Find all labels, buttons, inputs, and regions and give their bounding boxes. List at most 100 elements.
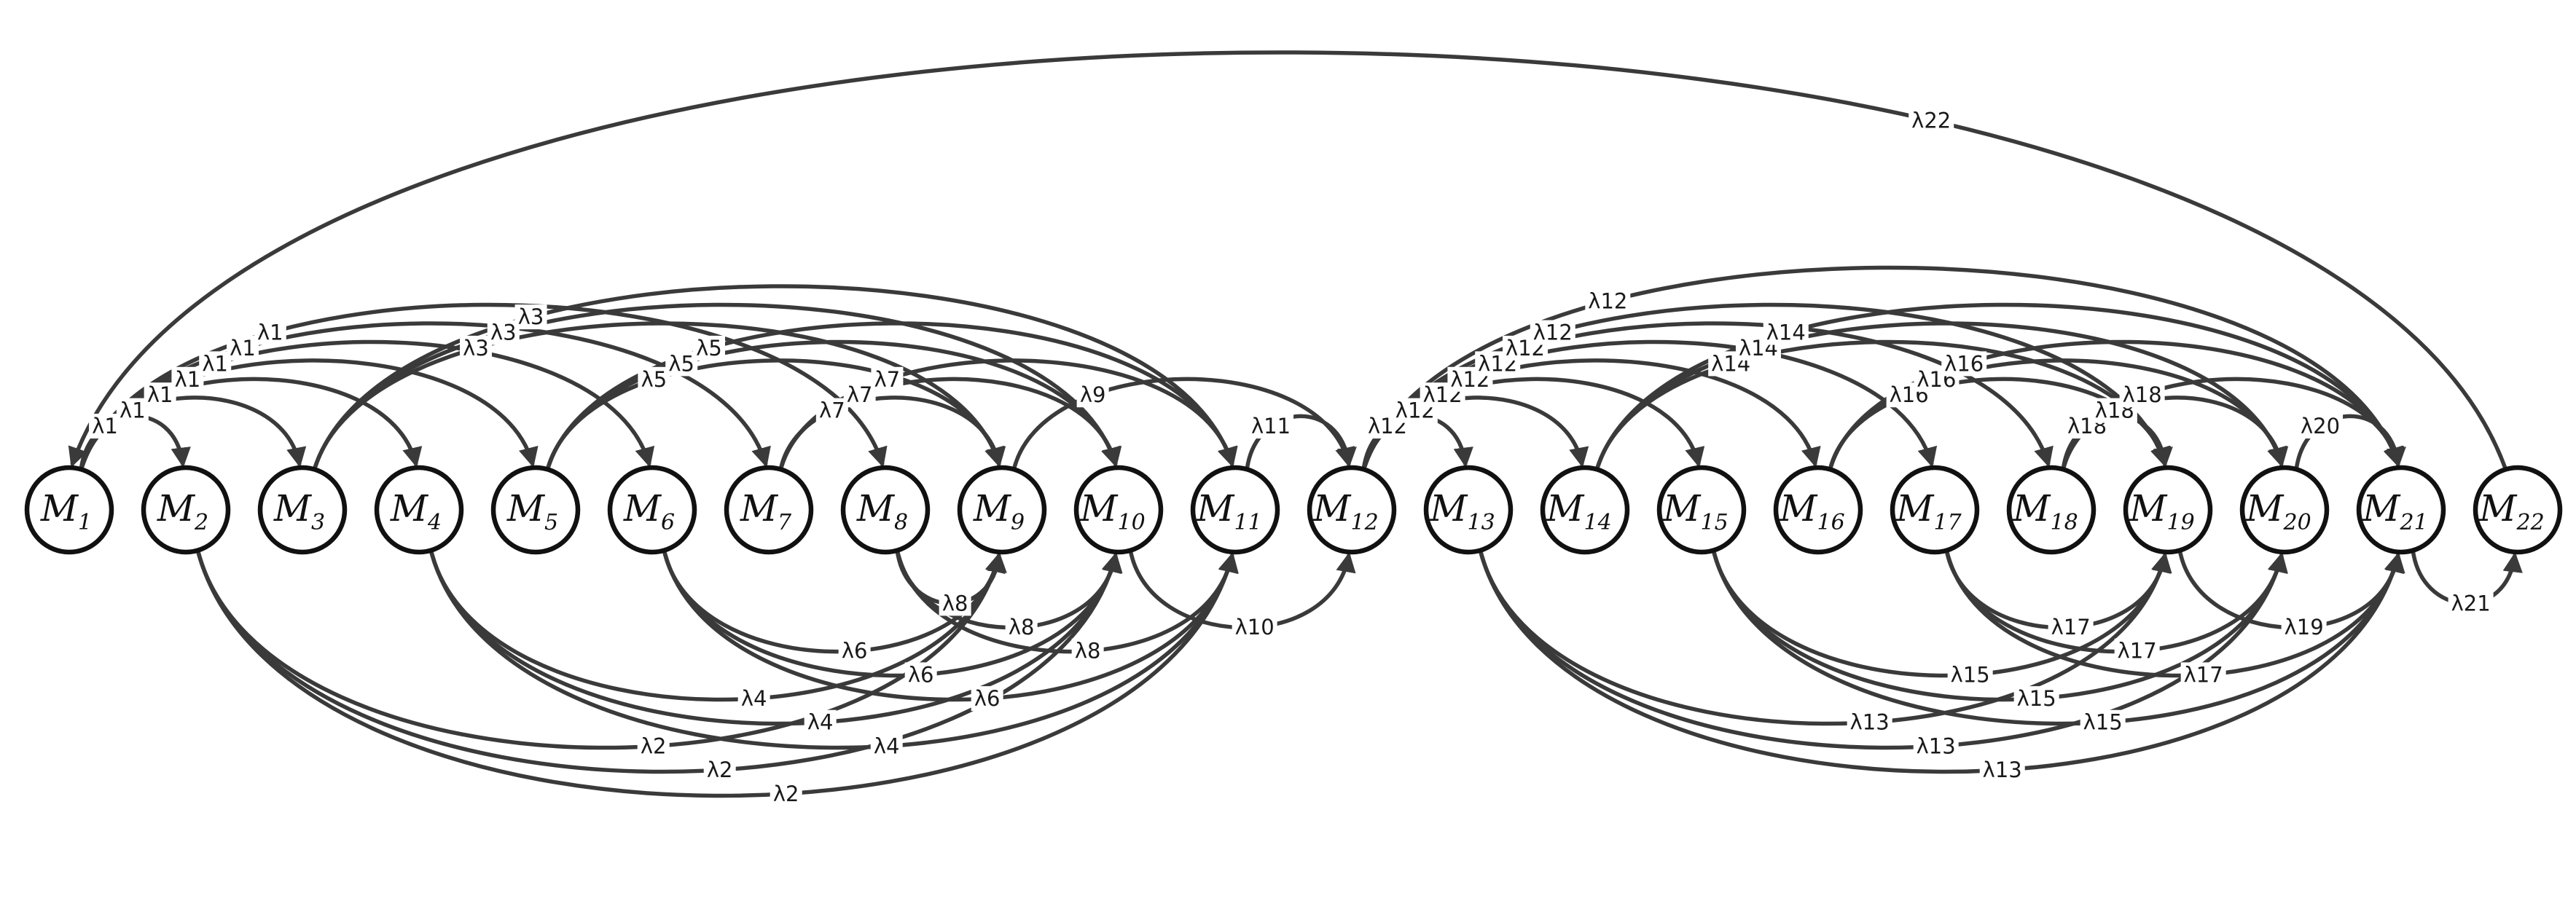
svg-text:λ20: λ20 [2301,414,2340,438]
svg-text:λ22: λ22 [1911,108,1951,133]
edge-label-m1-m4: λ1 [144,382,176,408]
svg-text:λ16: λ16 [1944,351,1984,376]
edge-label-m13-m20: λ13 [1913,733,1959,759]
node-m5: M5 [490,465,581,555]
edge-m3-m11 [312,284,1237,471]
edge-m15-m21 [1711,548,2404,726]
edge-label-m17-m20: λ17 [2114,638,2160,664]
svg-text:λ15: λ15 [1951,662,1990,687]
edge-m3-m10 [312,302,1121,471]
edge-label-m19-m21: λ19 [2281,615,2327,640]
svg-text:M22: M22 [2478,487,2544,535]
svg-text:λ13: λ13 [1983,758,2022,782]
svg-text:λ13: λ13 [1917,733,1956,758]
node-m14: M14 [1540,465,1630,555]
edge-label-m2-m10: λ2 [703,758,736,783]
svg-text:λ4: λ4 [807,710,834,735]
svg-text:M13: M13 [1429,487,1495,535]
svg-text:λ1: λ1 [120,398,146,423]
svg-text:λ21: λ21 [2451,591,2491,615]
edge-m22-m1 [68,50,2508,471]
svg-text:λ6: λ6 [842,639,868,664]
edge-m14-m20 [1594,321,2287,471]
edge-label-m2-m11: λ2 [770,781,802,806]
svg-text:λ1: λ1 [147,382,173,407]
node-m9: M9 [957,465,1047,555]
svg-text:M10: M10 [1079,487,1145,535]
edge-m13-m19 [1478,548,2171,726]
svg-text:M5: M5 [506,487,558,535]
edge-m6-m10 [662,548,1122,678]
svg-text:M8: M8 [856,487,908,535]
edge-label-m22-m1: λ22 [1908,108,1954,133]
edge-label-m15-m21: λ15 [2080,709,2126,735]
edges [68,50,2523,798]
edge-label-m7-m11: λ7 [871,366,904,392]
edge-label-m5-m9: λ5 [638,366,670,392]
svg-text:λ17: λ17 [2118,639,2157,664]
edge-label-m1-m8: λ1 [254,320,286,345]
svg-text:λ3: λ3 [518,304,544,329]
node-m17: M17 [1890,465,1980,555]
svg-text:λ14: λ14 [1766,320,1806,345]
edge-label-m8-m11: λ8 [1071,638,1104,664]
node-m6: M6 [607,465,697,555]
svg-text:M7: M7 [740,487,792,535]
edge-m16-m21 [1828,339,2404,471]
edge-label-m6-m11: λ6 [971,686,1003,712]
node-m2: M2 [141,465,231,555]
node-m11: M11 [1190,465,1280,555]
edge-label-m18-m19: λ18 [2064,414,2110,439]
edge-label-m7-m10: λ7 [843,382,876,408]
edge-m4-m11 [428,548,1238,750]
svg-text:λ13: λ13 [1850,710,1890,735]
node-m16: M16 [1773,465,1863,555]
edge-m7-m11 [778,358,1238,471]
edge-label-m2-m9: λ2 [637,733,670,759]
edge-m15-m19 [1711,548,2172,678]
edge-label-m15-m19: λ15 [1947,662,1993,688]
svg-text:λ12: λ12 [1533,320,1573,345]
svg-text:λ7: λ7 [819,398,845,423]
node-m18: M18 [2006,465,2097,555]
svg-text:λ2: λ2 [773,782,799,806]
svg-text:λ5: λ5 [668,351,694,376]
svg-text:λ12: λ12 [1588,289,1627,314]
svg-text:λ1: λ1 [92,414,118,438]
edge-m12-m18 [1361,321,2054,471]
edge-label-m5-m11: λ5 [692,335,725,361]
edge-label-m18-m21: λ18 [2119,382,2165,408]
edge-m15-m20 [1711,548,2288,702]
svg-text:λ9: λ9 [1080,382,1106,407]
edge-m4-m9 [428,548,1006,702]
edge-m13-m21 [1478,548,2404,774]
edge-m16-m20 [1828,358,2287,471]
edge-label-m4-m11: λ4 [870,733,903,759]
svg-text:λ11: λ11 [1251,414,1291,438]
edge-label-m13-m19: λ13 [1847,709,1892,735]
edge-label-m10-m12: λ10 [1232,615,1277,640]
svg-text:λ1: λ1 [175,367,201,392]
edge-m3-m9 [312,321,1004,471]
node-m20: M20 [2239,465,2330,555]
svg-text:λ6: λ6 [908,662,934,687]
edge-label-m8-m10: λ8 [1005,615,1038,640]
edge-m5-m9 [545,358,1005,471]
svg-text:M1: M1 [40,487,92,535]
edge-label-m16-m21: λ16 [1941,351,1987,377]
svg-text:M19: M19 [2129,487,2194,535]
node-m7: M7 [724,465,814,555]
svg-text:λ18: λ18 [2123,382,2162,407]
node-m1: M1 [24,465,114,555]
edge-label-m12-m19: λ12 [1530,320,1575,345]
edge-label-m14-m21: λ14 [1763,320,1809,345]
svg-text:M2: M2 [157,487,208,535]
node-m8: M8 [840,465,931,555]
node-m19: M19 [2123,465,2213,555]
node-m12: M12 [1307,465,1397,555]
edge-label-m1-m2: λ1 [89,414,122,439]
edge-m13-m20 [1478,548,2287,750]
svg-text:M20: M20 [2245,487,2311,535]
svg-text:λ7: λ7 [874,367,901,392]
